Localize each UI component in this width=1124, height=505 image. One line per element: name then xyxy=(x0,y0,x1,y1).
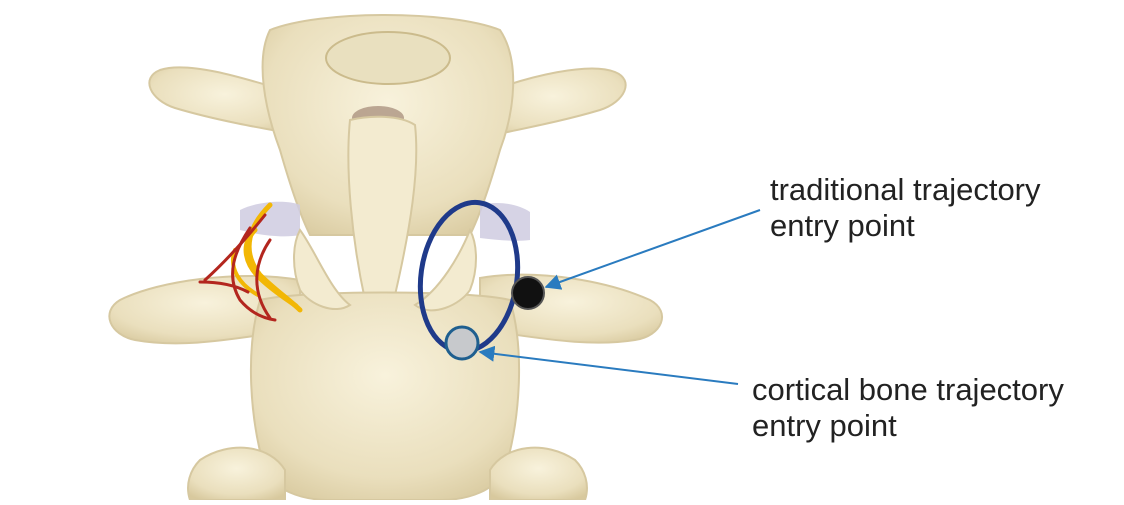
traditional-label-line1: traditional trajectory xyxy=(770,172,1041,208)
lower-right-inferior-process xyxy=(490,448,587,500)
traditional-entry-marker xyxy=(512,277,544,309)
traditional-arrow xyxy=(546,210,760,287)
cortical-label-line2: entry point xyxy=(752,408,1064,444)
spinal-canal-opening xyxy=(326,32,450,84)
lower-vertebra xyxy=(251,293,519,501)
spinous-process xyxy=(348,117,416,312)
cortical-trajectory-label: cortical bone trajectory entry point xyxy=(752,372,1064,444)
cortical-entry-marker xyxy=(446,327,478,359)
cortical-label-line1: cortical bone trajectory xyxy=(752,372,1064,408)
traditional-trajectory-label: traditional trajectory entry point xyxy=(770,172,1041,244)
lower-left-inferior-process xyxy=(188,448,285,500)
traditional-label-line2: entry point xyxy=(770,208,1041,244)
